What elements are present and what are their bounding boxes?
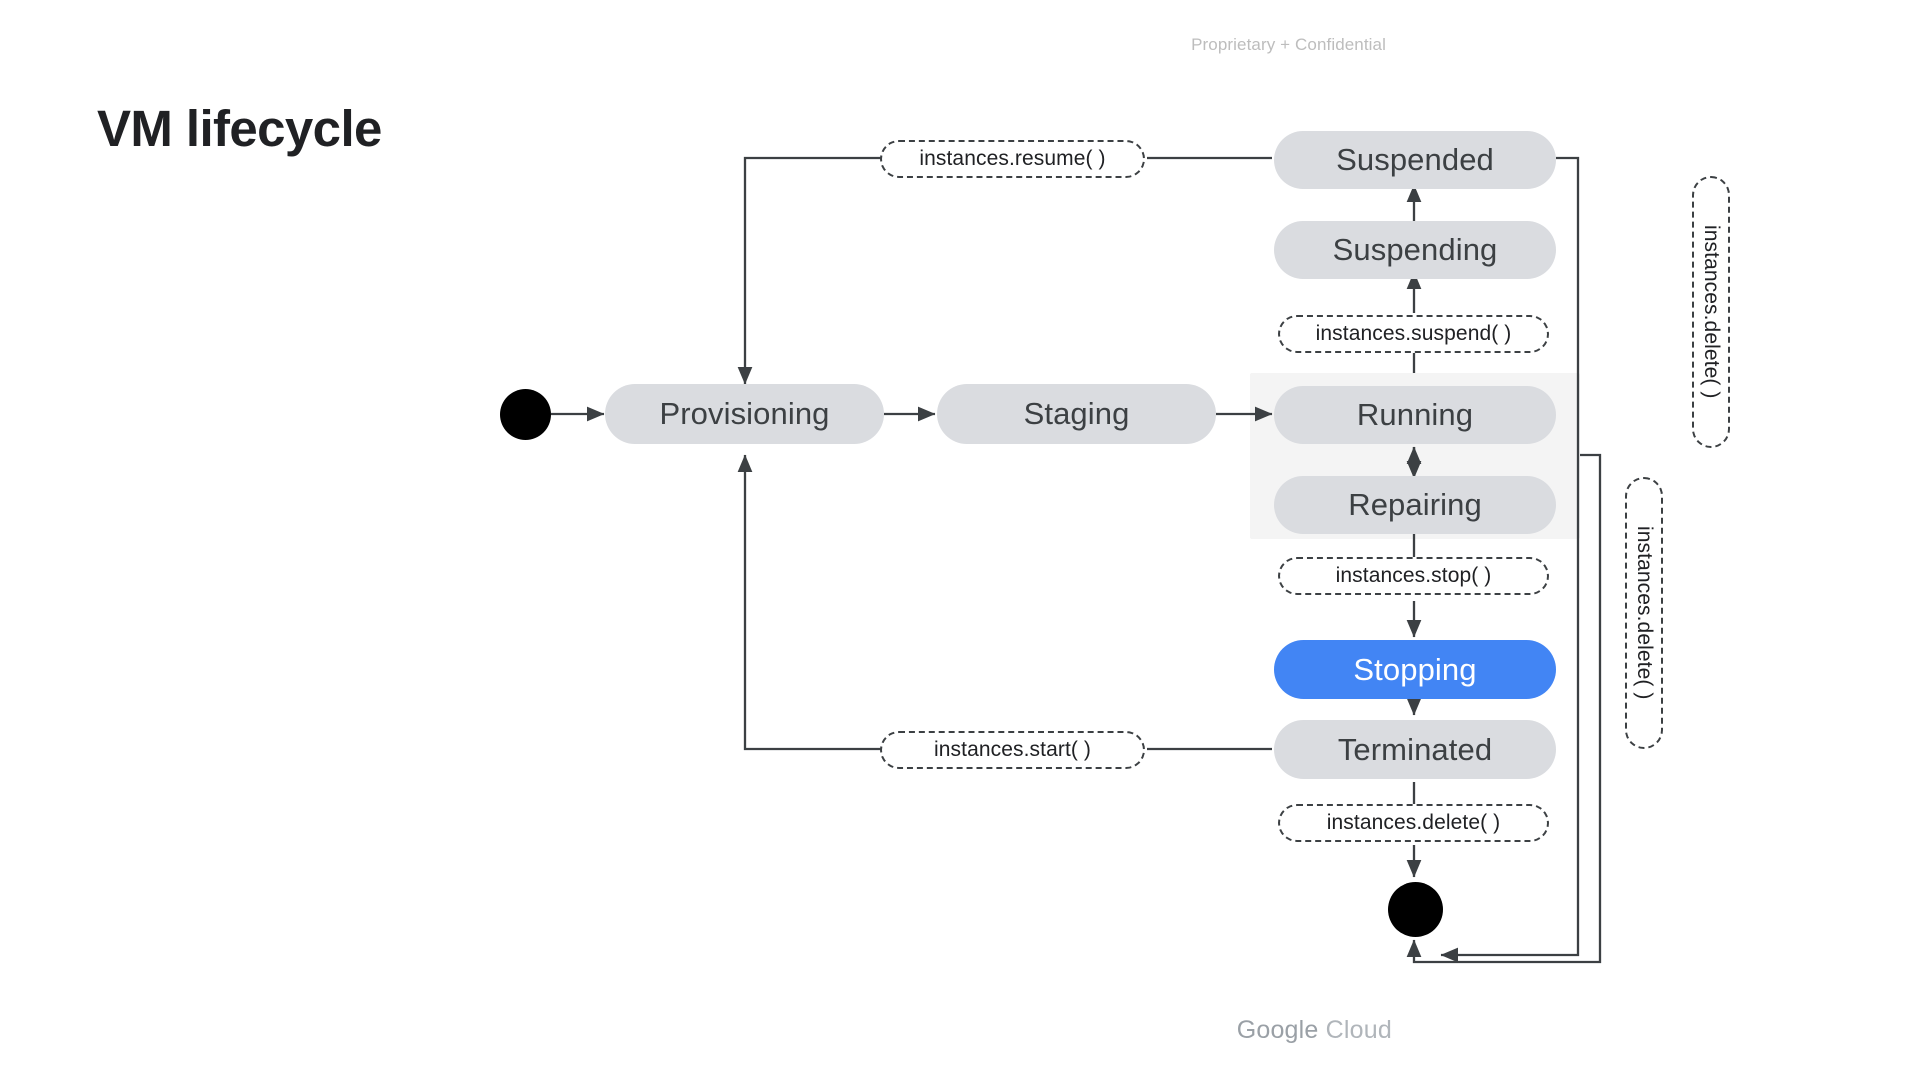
- state-running-label: Running: [1356, 397, 1474, 432]
- confidential-notice: Proprietary + Confidential: [1191, 35, 1386, 54]
- transition-label-start-text: instances.start( ): [933, 738, 1091, 761]
- google-cloud-logo: Google Cloud: [1237, 1016, 1392, 1045]
- start-node: [500, 389, 551, 440]
- end-node: [1388, 882, 1443, 937]
- state-stopping[interactable]: Stopping: [1274, 640, 1556, 699]
- state-staging[interactable]: Staging: [937, 384, 1216, 444]
- transition-label-delete-right-2: instances.delete( ): [1625, 477, 1663, 749]
- transition-label-stop-text: instances.stop( ): [1335, 564, 1492, 587]
- state-provisioning[interactable]: Provisioning: [605, 384, 884, 444]
- transition-label-delete-right-1: instances.delete( ): [1692, 176, 1730, 448]
- state-provisioning-label: Provisioning: [659, 396, 830, 431]
- transition-label-delete-bottom: instances.delete( ): [1278, 804, 1549, 842]
- state-suspending-label: Suspending: [1332, 232, 1498, 267]
- transition-label-delete-right-2-text: instances.delete( ): [1633, 526, 1656, 700]
- state-stopping-label: Stopping: [1353, 651, 1477, 687]
- state-suspended[interactable]: Suspended: [1274, 131, 1556, 189]
- wire-start-label-to-provisioning: [737, 454, 1014, 751]
- state-staging-label: Staging: [1023, 396, 1130, 431]
- wire-resume-label-to-provisioning: [737, 156, 1014, 385]
- state-suspended-label: Suspended: [1336, 142, 1494, 177]
- state-running[interactable]: Running: [1274, 386, 1556, 444]
- transition-label-delete-bottom-text: instances.delete( ): [1326, 811, 1501, 834]
- logo-google-text: Google: [1236, 1016, 1319, 1044]
- transition-label-suspend-text: instances.suspend( ): [1315, 322, 1512, 345]
- state-repairing[interactable]: Repairing: [1274, 476, 1556, 534]
- logo-cloud-text: Cloud: [1318, 1016, 1392, 1044]
- transition-label-delete-right-1-text: instances.delete( ): [1700, 225, 1723, 399]
- transition-label-stop: instances.stop( ): [1278, 557, 1549, 595]
- transition-label-resume: instances.resume( ): [880, 140, 1145, 178]
- state-repairing-label: Repairing: [1348, 487, 1482, 522]
- state-suspending[interactable]: Suspending: [1274, 221, 1556, 279]
- page-title: VM lifecycle: [97, 100, 382, 157]
- transition-label-suspend: instances.suspend( ): [1278, 315, 1549, 353]
- transition-label-start: instances.start( ): [880, 731, 1145, 769]
- transition-label-resume-text: instances.resume( ): [919, 147, 1106, 170]
- state-terminated-label: Terminated: [1337, 731, 1493, 767]
- state-terminated[interactable]: Terminated: [1274, 720, 1556, 779]
